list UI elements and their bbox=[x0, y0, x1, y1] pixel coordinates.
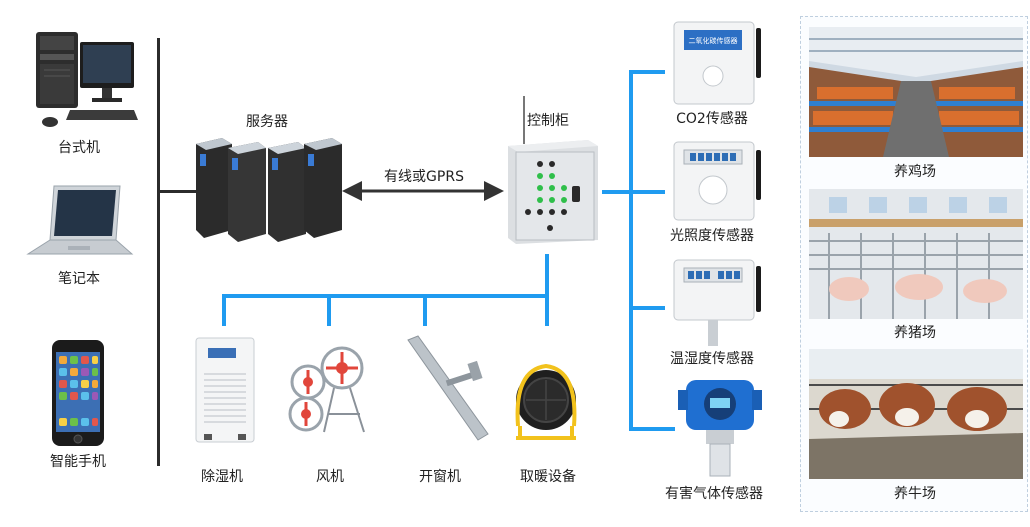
fan-drop-line bbox=[327, 294, 331, 326]
sensor-bus-line bbox=[629, 70, 633, 430]
bidirectional-arrow-icon bbox=[342, 181, 504, 201]
gas-sensor-icon bbox=[678, 380, 762, 477]
pig-farm-photo bbox=[809, 189, 1023, 319]
link-label: 有线或GPRS bbox=[384, 169, 464, 185]
cattle-farm-photo bbox=[809, 349, 1023, 479]
co2-sensor-icon: 二氧化碳传感器 bbox=[673, 21, 761, 105]
dehumidifier-drop-line bbox=[222, 294, 226, 326]
server-label: 服务器 bbox=[246, 114, 288, 130]
window-opener-label: 开窗机 bbox=[419, 469, 461, 485]
co2-branch-line bbox=[629, 70, 665, 74]
fan-label: 风机 bbox=[316, 469, 344, 485]
smartphone-label: 智能手机 bbox=[50, 454, 106, 470]
gas-branch-line bbox=[629, 427, 675, 431]
cattle-farm-label: 养牛场 bbox=[894, 486, 936, 502]
light-sensor-label: 光照度传感器 bbox=[670, 228, 754, 244]
laptop-label: 笔记本 bbox=[58, 271, 100, 287]
control-cabinet-icon bbox=[508, 96, 598, 244]
desktop-computer-icon bbox=[36, 32, 138, 127]
cabinet-down-line bbox=[545, 254, 549, 326]
co2-sensor-label: CO2传感器 bbox=[676, 111, 748, 127]
cabinet-label: 控制柜 bbox=[527, 113, 569, 129]
desktop-label: 台式机 bbox=[58, 140, 100, 156]
window-opener-icon bbox=[407, 335, 489, 441]
chicken-farm-label: 养鸡场 bbox=[894, 164, 936, 180]
dehumidifier-label: 除湿机 bbox=[201, 469, 243, 485]
client-to-server-line bbox=[157, 190, 197, 193]
temp-humidity-sensor-icon bbox=[673, 259, 761, 346]
client-bus-line bbox=[157, 38, 160, 466]
light-sensor-icon bbox=[673, 141, 761, 221]
temp-branch-line bbox=[629, 306, 665, 310]
actuator-bus-line bbox=[222, 294, 549, 298]
laptop-icon bbox=[26, 185, 134, 255]
window-opener-drop-line bbox=[423, 294, 427, 326]
server-rack-icon bbox=[196, 138, 342, 242]
light-branch-line bbox=[629, 190, 665, 194]
chicken-farm-photo bbox=[809, 27, 1023, 157]
heater-label: 取暖设备 bbox=[520, 469, 576, 485]
gas-sensor-label: 有害气体传感器 bbox=[665, 486, 763, 502]
smartphone-icon bbox=[52, 340, 104, 446]
cabinet-to-sensor-line bbox=[602, 190, 632, 194]
farm-photos-panel: 养鸡场 养猪场 养牛场 bbox=[800, 16, 1028, 512]
fan-icon bbox=[288, 346, 365, 433]
pig-farm-label: 养猪场 bbox=[894, 325, 936, 341]
co2-panel-text: 二氧化碳传感器 bbox=[689, 36, 738, 45]
heater-icon bbox=[515, 363, 577, 440]
dehumidifier-icon bbox=[195, 337, 255, 443]
temp-humidity-sensor-label: 温湿度传感器 bbox=[670, 351, 754, 367]
